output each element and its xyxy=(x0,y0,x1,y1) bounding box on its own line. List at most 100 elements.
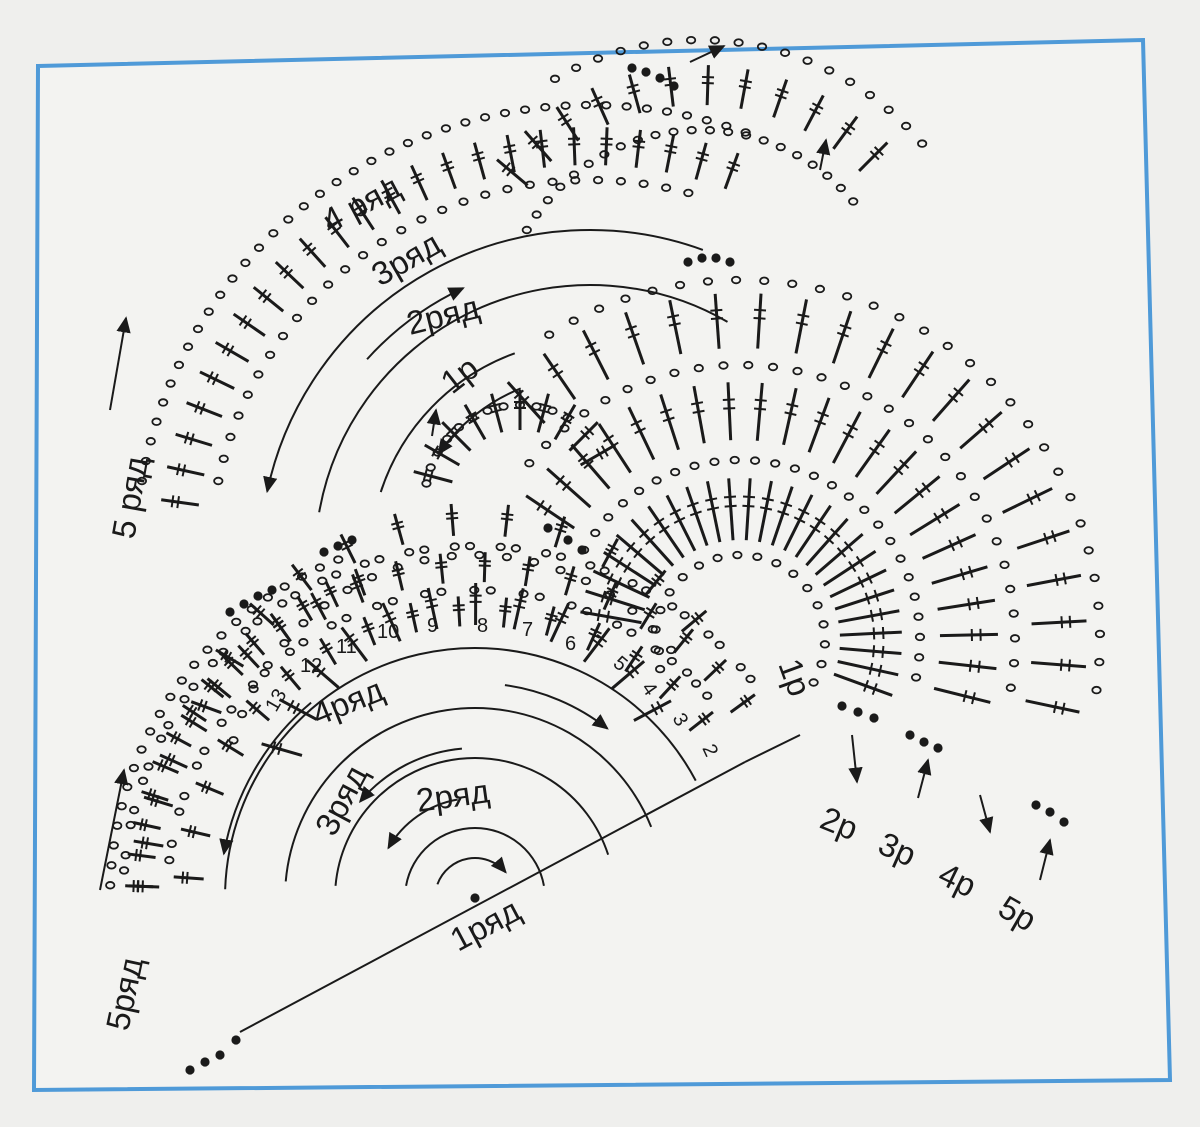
chain-stitch-icon xyxy=(228,736,239,745)
chain-stitch-icon xyxy=(298,638,309,647)
double-crochet-icon xyxy=(833,672,893,697)
fan-number-6: 6 xyxy=(565,633,576,655)
chain-stitch-icon xyxy=(814,284,826,294)
double-crochet-icon xyxy=(499,597,512,628)
chain-stitch-icon xyxy=(216,631,227,640)
slip-stitch-icon xyxy=(470,893,480,903)
double-crochet-icon xyxy=(639,602,658,630)
double-crochet-icon xyxy=(298,237,327,268)
double-crochet-icon xyxy=(680,609,708,633)
double-crochet-icon xyxy=(351,196,375,231)
chain-stitch-icon xyxy=(580,100,592,110)
chain-stitch-icon xyxy=(213,476,224,486)
chain-stitch-icon xyxy=(331,177,342,187)
chain-stitch-icon xyxy=(136,476,148,486)
chain-stitch-icon xyxy=(913,612,924,621)
double-crochet-icon xyxy=(536,393,552,433)
chain-stitch-icon xyxy=(540,549,552,558)
chain-stitch-icon xyxy=(1005,683,1016,692)
chain-stitch-icon xyxy=(839,381,850,390)
chain-stitch-icon xyxy=(179,695,190,704)
chain-stitch-icon xyxy=(885,536,896,546)
chain-stitch-icon xyxy=(570,63,582,73)
fan-number-11: 11 xyxy=(336,636,357,658)
chain-stitch-icon xyxy=(498,402,509,411)
slip-stitch-icon xyxy=(869,713,879,723)
chain-stitch-icon xyxy=(165,692,176,702)
double-crochet-icon xyxy=(434,553,448,584)
row-guide-arc xyxy=(284,707,653,882)
double-crochet-icon xyxy=(568,421,599,452)
slip-stitch-icon xyxy=(563,535,573,545)
slip-stitch-icon xyxy=(725,257,735,267)
slip-stitch-icon xyxy=(641,67,651,77)
double-crochet-icon xyxy=(488,393,504,433)
chain-stitch-icon xyxy=(666,645,677,655)
chain-stitch-icon xyxy=(372,601,383,611)
chain-stitch-icon xyxy=(808,471,820,481)
chain-stitch-icon xyxy=(824,66,835,75)
chain-stitch-icon xyxy=(421,479,432,488)
chain-stitch-icon xyxy=(248,684,259,694)
chain-stitch-icon xyxy=(1094,629,1106,639)
double-crochet-icon xyxy=(603,550,657,588)
chain-stitch-icon xyxy=(741,131,752,140)
chain-stitch-icon xyxy=(812,601,823,610)
chain-stitch-icon xyxy=(650,645,661,654)
chain-stitch-icon xyxy=(981,514,992,523)
double-crochet-icon xyxy=(626,74,642,114)
slip-stitch-icon xyxy=(1031,800,1041,810)
slip-stitch-icon xyxy=(543,523,553,533)
chain-stitch-icon xyxy=(669,368,680,378)
double-crochet-icon xyxy=(658,675,682,700)
chain-stitch-icon xyxy=(914,632,926,642)
slip-stitch-icon xyxy=(919,737,929,747)
double-crochet-icon xyxy=(471,142,487,180)
arrow-icon xyxy=(219,701,312,856)
chain-stitch-icon xyxy=(686,125,697,135)
double-crochet-icon xyxy=(782,387,799,446)
chain-stitch-icon xyxy=(1005,398,1016,407)
double-crochet-icon xyxy=(127,848,156,862)
chain-stitch-icon xyxy=(883,105,894,114)
chain-stitch-icon xyxy=(277,599,288,608)
chain-stitch-icon xyxy=(638,41,649,50)
chain-stitch-icon xyxy=(615,46,626,56)
chain-stitch-icon xyxy=(555,182,566,192)
chain-stitch-icon xyxy=(1091,685,1102,695)
double-crochet-icon xyxy=(1002,487,1053,514)
double-crochet-icon xyxy=(722,382,736,441)
slip-stitch-icon xyxy=(200,1057,210,1067)
chain-stitch-icon xyxy=(718,361,729,370)
chain-stitch-icon xyxy=(940,452,951,462)
arrow-icon xyxy=(263,229,704,494)
slip-stitch-icon xyxy=(239,599,249,609)
chain-stitch-icon xyxy=(585,561,596,570)
chain-stitch-icon xyxy=(842,292,853,301)
double-crochet-icon xyxy=(553,403,577,441)
double-crochet-icon xyxy=(831,411,862,464)
double-crochet-icon xyxy=(352,568,367,596)
chain-stitch-icon xyxy=(862,392,873,401)
chain-stitch-icon xyxy=(1094,657,1105,667)
double-crochet-icon xyxy=(340,626,369,662)
double-crochet-icon xyxy=(805,517,849,567)
chain-stitch-icon xyxy=(158,398,169,407)
chain-stitch-icon xyxy=(189,660,200,669)
chain-stitch-icon xyxy=(531,210,542,219)
chain-stitch-icon xyxy=(421,131,432,140)
chain-stitch-icon xyxy=(128,763,140,773)
double-crochet-icon xyxy=(738,69,752,110)
chain-stitch-icon xyxy=(914,653,925,662)
chain-stitch-icon xyxy=(216,718,227,728)
chain-stitch-icon xyxy=(864,90,876,100)
double-crochet-icon xyxy=(666,299,683,355)
chain-stitch-icon xyxy=(826,481,838,490)
chain-stitch-icon xyxy=(105,881,116,890)
double-crochet-icon xyxy=(630,518,675,567)
double-crochet-icon xyxy=(665,494,697,552)
double-crochet-icon xyxy=(838,608,900,624)
arrow-icon xyxy=(387,798,458,850)
slip-stitch-icon xyxy=(215,1050,225,1060)
chain-stitch-icon xyxy=(247,680,259,689)
